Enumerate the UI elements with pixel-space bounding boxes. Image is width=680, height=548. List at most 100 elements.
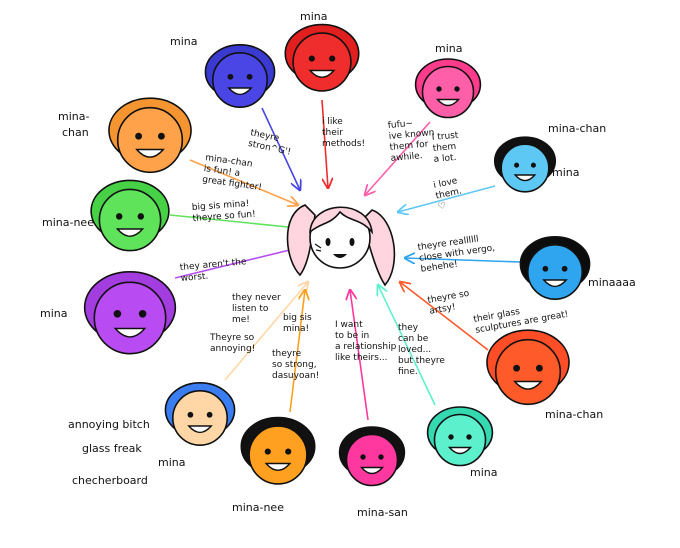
center-eye	[349, 238, 355, 246]
green-hat-label: mina-nee	[42, 216, 94, 229]
comment-line: so strong,	[272, 360, 317, 370]
blue-spiky-eye	[187, 411, 194, 418]
purple-spikes-label: mina	[40, 307, 67, 320]
green-hat-face	[90, 179, 170, 252]
faces-layer	[83, 23, 591, 487]
comment-line: they aren't the	[179, 257, 247, 273]
teal-girl-head	[433, 413, 487, 467]
comment-line: mina!	[283, 324, 309, 334]
orange-captain-face	[108, 97, 192, 174]
glasses-man-arrow	[398, 185, 496, 212]
black-hair-blue-mouth	[542, 279, 568, 288]
blue-ghost-face	[204, 43, 276, 109]
comment-line: me!	[232, 315, 250, 325]
comment-line: can be	[398, 334, 429, 344]
black-hair-blue-head	[526, 244, 583, 301]
orange-puppet-arrow	[289, 290, 305, 413]
red-curls-head	[494, 338, 562, 406]
center-mouth	[333, 254, 347, 258]
glasses-man-mouth	[513, 174, 537, 182]
purple-spikes-head	[93, 281, 167, 355]
pink-hair-label: mina	[435, 42, 462, 55]
red-hat-mouth	[308, 69, 336, 78]
blue-spiky-label: glass freak	[82, 442, 142, 455]
pink-hair-mouth	[435, 98, 461, 107]
red-hat-arrow	[321, 99, 328, 188]
red-curls-face	[486, 329, 570, 406]
blue-spiky-label: annoying bitch	[68, 418, 150, 431]
glasses-man-eye	[530, 162, 536, 168]
glasses-man-eye	[514, 162, 520, 168]
blue-spiky-head	[172, 389, 229, 446]
blue-ghost-label: mina	[170, 35, 197, 48]
blue-spiky-label: checherboard	[72, 474, 148, 487]
black-hair-blue-eye	[542, 265, 549, 272]
red-hat-head	[292, 32, 352, 92]
comment-line: methods!	[322, 139, 365, 149]
pink-bow-label: mina-san	[357, 506, 408, 519]
green-hat-eye	[137, 213, 145, 220]
black-hair-blue-face	[519, 236, 591, 301]
glasses-man-head	[500, 143, 550, 193]
comment-line: worst.	[180, 272, 208, 284]
center-stitch	[314, 243, 322, 252]
comment-line: a relationship	[335, 342, 397, 352]
center-hair	[309, 206, 374, 235]
comment-line: like theirs...	[335, 353, 388, 363]
comment-line: I trust	[431, 131, 459, 143]
center-character	[286, 204, 396, 287]
orange-puppet-face	[240, 416, 316, 485]
red-curls-arrow	[400, 282, 489, 351]
green-hat-eye	[115, 213, 123, 220]
comment-line: Theyre so	[209, 333, 255, 343]
comment-line: a lot.	[433, 153, 457, 165]
orange-captain-label: chan	[62, 126, 89, 139]
comment-line: awhile.	[390, 151, 423, 164]
pink-bow-head	[345, 433, 399, 487]
purple-spikes-face	[83, 270, 177, 355]
blue-spiky-eye	[206, 411, 213, 418]
comment-line: big sis mina!	[192, 199, 250, 213]
comment-line: big sis	[283, 313, 312, 323]
center-eye	[325, 238, 331, 246]
comment-line: annoying!	[210, 344, 255, 354]
comment-line: listen to	[232, 304, 269, 314]
teal-girl-eye	[448, 434, 454, 440]
black-hair-blue-arrow	[405, 258, 521, 262]
comment-line: loved...	[398, 345, 431, 355]
pink-hair-eye	[436, 86, 442, 92]
blue-ghost-mouth	[227, 87, 253, 96]
comment-line: theyre so fun!	[192, 210, 256, 224]
teal-girl-arrow	[378, 285, 436, 406]
arrow-layer	[169, 99, 521, 421]
blue-ghost-eye	[227, 73, 234, 80]
comment-line: they never	[232, 293, 281, 303]
comment-line: they	[398, 323, 419, 333]
comment-line: fufu~	[387, 119, 413, 131]
comment-line: to be in	[335, 331, 369, 341]
blue-ghost-arrow	[261, 107, 300, 190]
purple-spikes-eye	[113, 310, 122, 318]
pink-bow-face	[338, 426, 406, 487]
comment-line: i like	[322, 117, 343, 127]
comment-line: fine.	[398, 367, 418, 377]
orange-captain-head	[116, 106, 184, 174]
pink-hair-face	[414, 58, 482, 119]
green-hat-mouth	[115, 228, 145, 237]
pink-bow-mouth	[359, 466, 385, 475]
comment-line: their	[322, 128, 343, 138]
purple-spikes-mouth	[113, 327, 147, 338]
pink-hair-eye	[454, 86, 460, 92]
pink-bow-arrow	[350, 290, 369, 421]
